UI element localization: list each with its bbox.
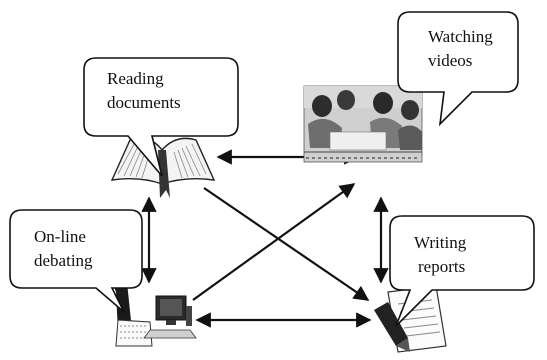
arrow-reading-writing <box>203 187 370 301</box>
bubble-reading-line1: Reading <box>107 69 164 88</box>
bubble-writing-line2: reports <box>418 257 465 276</box>
bubble-debating: On-line debating <box>9 209 143 313</box>
bubble-writing: Writing reports <box>389 215 535 327</box>
bubble-watching-line1: Watching <box>428 27 493 46</box>
bubble-watching: Watching videos <box>397 11 519 127</box>
computer-user-icon <box>114 282 197 347</box>
arrow-debating-watching <box>192 183 356 301</box>
bubble-writing-line1: Writing <box>414 233 467 252</box>
classroom-photo <box>303 85 423 163</box>
bubble-debating-line2: debating <box>34 251 93 270</box>
bubble-reading: Reading documents <box>83 57 239 177</box>
open-book-icon <box>110 137 216 198</box>
bubble-reading-line2: documents <box>107 93 181 112</box>
bubble-debating-line1: On-line <box>34 227 86 246</box>
bubble-watching-line2: videos <box>428 51 472 70</box>
